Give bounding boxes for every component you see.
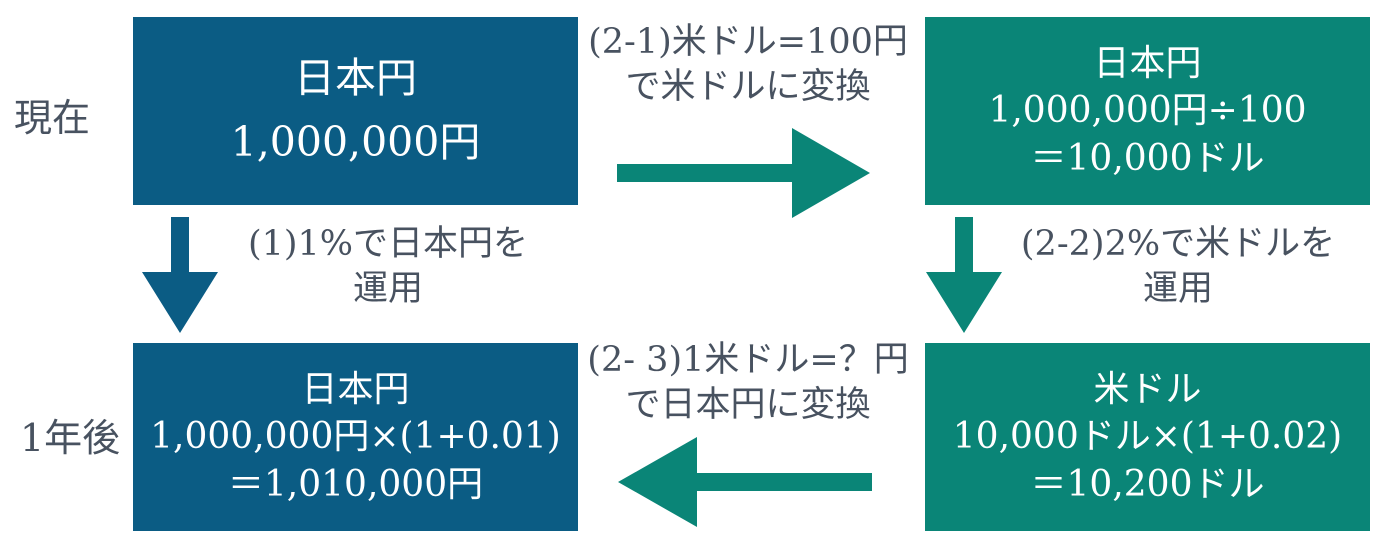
label-convert-to-jpy-line1: (2- 3)1米ドル=？円 (587, 340, 909, 380)
label-convert-to-jpy: (2- 3)1米ドル=？円 で日本円に変換 (587, 338, 908, 428)
box-usd-later-formula: 10,000ドル×(1+0.02) (952, 416, 1343, 458)
arrow-left-convert-to-jpy-icon (618, 437, 872, 527)
label-convert-to-jpy-line2: で日本円に変換 (625, 384, 871, 425)
arrow-right-convert-to-usd-icon (617, 128, 870, 218)
box-jpy-now-amount: 1,000,000円 (230, 118, 481, 166)
box-usd-now-formula: 1,000,000円÷100 (988, 90, 1307, 132)
box-jpy-later: 日本円 1,000,000円×(1+0.01) ＝1,010,000円 (133, 343, 578, 531)
row-label-one-year-later: 1年後 (20, 416, 121, 460)
box-usd-now-title: 日本円 (1093, 42, 1202, 84)
box-jpy-now-title: 日本円 (294, 54, 417, 103)
arrow-down-invest-jpy-icon (142, 217, 218, 333)
box-jpy-later-title: 日本円 (301, 368, 410, 410)
label-invest-usd-line1: (2-2)2%で米ドルを (1020, 224, 1336, 264)
box-usd-now: 日本円 1,000,000円÷100 ＝10,000ドル (925, 17, 1370, 205)
box-usd-later-title: 米ドル (1093, 368, 1202, 410)
label-invest-jpy-line1: (1)1%で日本円を (247, 224, 529, 264)
row-label-now: 現在 (14, 96, 91, 140)
label-invest-usd-line2: 運用 (1142, 268, 1214, 309)
box-jpy-later-formula: 1,000,000円×(1+0.01) (150, 416, 561, 458)
label-invest-jpy-line2: 運用 (352, 268, 424, 309)
label-invest-usd: (2-2)2%で米ドルを 運用 (1021, 222, 1335, 312)
box-usd-now-result: ＝10,000ドル (1030, 137, 1265, 179)
box-jpy-now: 日本円 1,000,000円 (133, 17, 578, 205)
box-usd-later: 米ドル 10,000ドル×(1+0.02) ＝10,200ドル (925, 343, 1370, 531)
label-convert-to-usd: (2-1)米ドル=100円 で米ドルに変換 (588, 20, 908, 110)
box-jpy-later-result: ＝1,010,000円 (227, 463, 484, 505)
arrow-down-invest-usd-icon (926, 217, 1002, 333)
label-invest-jpy: (1)1%で日本円を 運用 (248, 222, 528, 312)
label-convert-to-usd-line1: (2-1)米ドル=100円 (588, 22, 908, 62)
label-convert-to-usd-line2: で米ドルに変換 (625, 66, 871, 107)
box-usd-later-result: ＝10,200ドル (1030, 463, 1265, 505)
